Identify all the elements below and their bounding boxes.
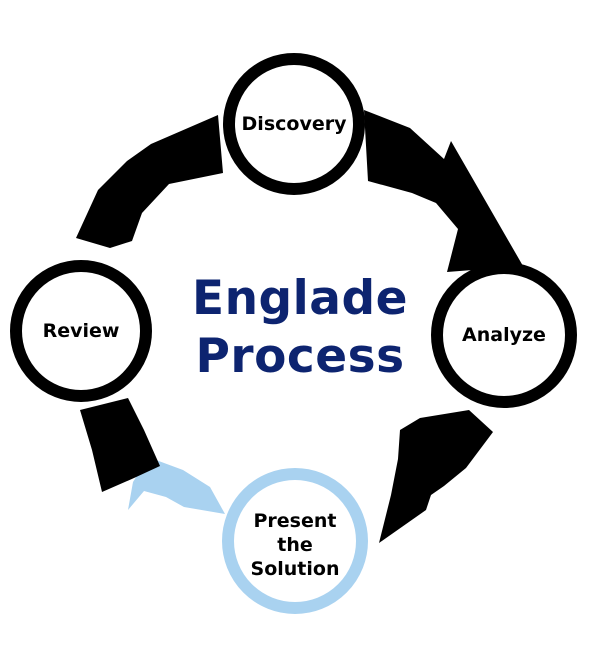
present-label-line: Present <box>253 510 337 532</box>
arrow-review-to-discovery <box>76 115 223 248</box>
present-label-line: Solution <box>250 558 340 580</box>
discovery-node <box>223 53 365 195</box>
arrow-present-to-review <box>128 460 225 514</box>
title-line-2: Process <box>195 329 405 384</box>
center-title: Englade Process <box>150 270 450 386</box>
arrow-analyze-to-present <box>379 410 493 543</box>
title-line-1: Englade <box>191 271 409 326</box>
review-node <box>10 260 152 402</box>
discovery-label: Discovery <box>241 113 347 135</box>
present-the-solution-label: Present the Solution <box>235 509 355 581</box>
analyze-node <box>431 262 577 408</box>
present-label-line: the <box>277 534 313 556</box>
analyze-label: Analyze <box>462 324 546 346</box>
review-label: Review <box>42 320 120 342</box>
arrow-discovery-to-analyze <box>364 110 523 272</box>
present-the-solution-node <box>222 468 368 614</box>
arrow-review-to-present <box>80 398 160 492</box>
